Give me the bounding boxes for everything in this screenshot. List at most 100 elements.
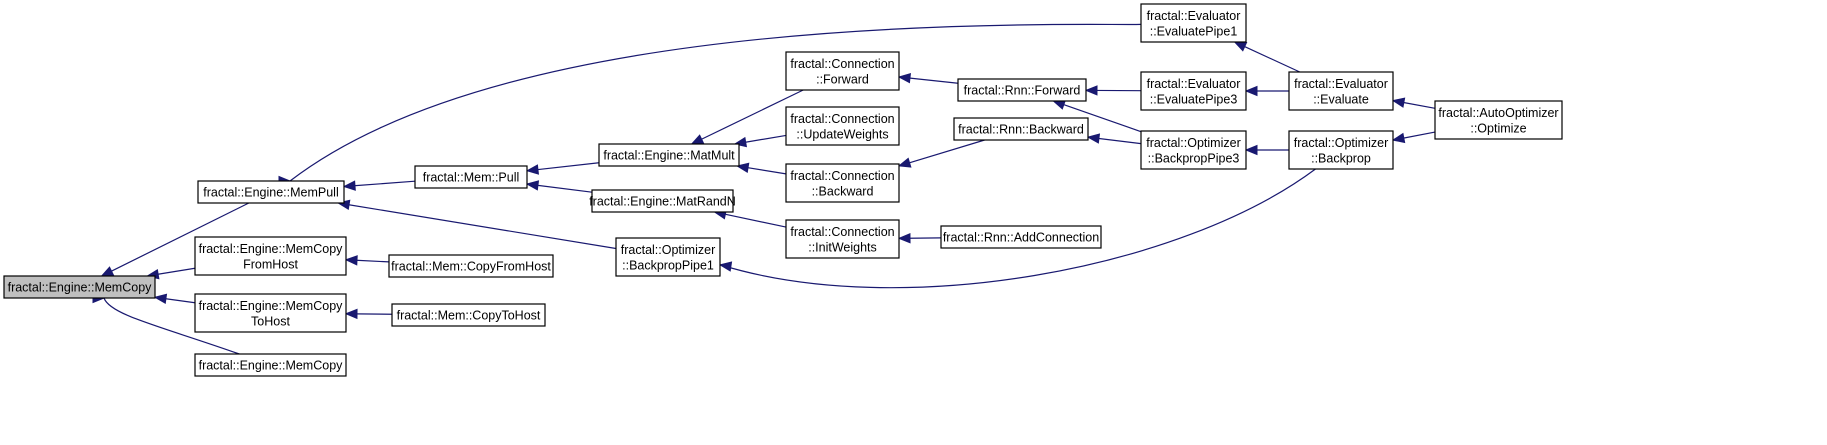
node-label: ToHost [251, 314, 290, 328]
node-label: fractal::Evaluator [1147, 9, 1241, 23]
node-box [1140, 71, 1247, 111]
edge-arrowhead [1084, 85, 1098, 96]
node-conn_initweights[interactable]: fractal::Connection::InitWeights [785, 219, 900, 259]
node-optimizer_backprop[interactable]: fractal::Optimizer::Backprop [1288, 130, 1394, 170]
edge-line [908, 139, 985, 164]
node-box [1140, 130, 1247, 170]
edge-line [1402, 101, 1436, 109]
node-conn_forward[interactable]: fractal::Connection::Forward [785, 51, 900, 91]
node-conn_backward[interactable]: fractal::Connection::Backward [785, 163, 900, 203]
edge-arrowhead [690, 134, 705, 145]
node-label: fractal::Optimizer [1294, 136, 1388, 150]
node-label: fractal::Rnn::Backward [958, 123, 1084, 137]
node-label: fractal::Rnn::AddConnection [943, 231, 1099, 245]
edge-line [94, 297, 240, 355]
node-mem_copytohost[interactable]: fractal::Mem::CopyToHost [391, 303, 546, 327]
node-box [1288, 71, 1394, 111]
node-label: fractal::Rnn::Forward [964, 84, 1081, 98]
node-label: fractal::Engine::MemCopy [199, 359, 344, 373]
node-box [414, 165, 528, 189]
edge-line [1062, 103, 1142, 133]
edge-line [746, 167, 787, 175]
edge-arrowhead [897, 72, 911, 84]
edge-line [355, 259, 390, 263]
edge-arrowhead [153, 293, 168, 305]
node-rnn_addconnection[interactable]: fractal::Rnn::AddConnection [940, 225, 1102, 249]
node-label: fractal::Evaluator [1147, 77, 1241, 91]
node-label: fractal::Engine::MemCopy [199, 299, 344, 313]
node-box [194, 236, 347, 276]
node-label: fractal::Mem::CopyToHost [397, 309, 541, 323]
edge-evaluator_evaluate-to-evaluator_evaluatepipe3 [1244, 85, 1289, 97]
edge-line [700, 89, 804, 141]
node-label: fractal::Optimizer [1146, 136, 1240, 150]
node-matrandn[interactable]: fractal::Engine::MatRandN [589, 189, 736, 213]
edge-conn_backward-to-matmult [735, 162, 787, 175]
node-evaluator_evaluate[interactable]: fractal::Evaluator::Evaluate [1288, 71, 1394, 111]
edge-arrowhead [1244, 144, 1258, 156]
edge-rnn_forward-to-conn_forward [897, 72, 959, 84]
edge-arrowhead [344, 308, 358, 320]
node-optimizer_backproppipe3[interactable]: fractal::Optimizer::BackpropPipe3 [1140, 130, 1247, 170]
node-label: FromHost [243, 257, 298, 271]
node-optimizer_backproppipe1[interactable]: fractal::Optimizer::BackpropPipe1 [615, 237, 721, 277]
node-memcopy_overload[interactable]: fractal::Engine::MemCopy [194, 353, 347, 377]
edge-conn_updateweights-to-matmult [733, 134, 787, 148]
edge-line [347, 204, 617, 250]
edge-line [720, 168, 1316, 289]
node-label: ::UpdateWeights [796, 127, 888, 141]
node-label: ::Backprop [1311, 151, 1371, 165]
edge-arrowhead [525, 164, 540, 175]
node-label: fractal::Evaluator [1294, 77, 1388, 91]
edge-autooptimizer_optimize-to-evaluator_evaluate [1391, 97, 1436, 109]
node-autooptimizer_optimize[interactable]: fractal::AutoOptimizer::Optimize [1434, 100, 1563, 140]
edge-arrowhead [897, 232, 911, 244]
node-label: ::InitWeights [808, 240, 877, 254]
edge-line [744, 134, 787, 143]
node-box [615, 237, 721, 277]
node-evaluator_evaluatepipe1[interactable]: fractal::Evaluator::EvaluatePipe1 [1140, 3, 1247, 43]
node-mem_copyfromhost[interactable]: fractal::Mem::CopyFromHost [388, 254, 554, 278]
edge-mem_pull-to-mempull [342, 180, 416, 191]
node-rnn_backward[interactable]: fractal::Rnn::Backward [953, 117, 1089, 141]
node-label: fractal::Connection [790, 225, 894, 239]
node-label: fractal::Engine::MemPull [203, 186, 338, 200]
edge-arrowhead [344, 255, 358, 266]
node-memcopy_root[interactable]: fractal::Engine::MemCopy [3, 275, 156, 299]
node-label: fractal::Engine::MemCopy [8, 281, 153, 295]
edge-arrowhead [1086, 133, 1101, 144]
edge-matmult-to-mem_pull [525, 162, 600, 175]
node-box [1434, 100, 1563, 140]
call-graph-nodes: fractal::Engine::MemCopyfractal::Engine:… [3, 3, 1563, 377]
edge-arrowhead [1391, 132, 1406, 144]
edge-line [1097, 137, 1142, 145]
node-box [391, 303, 546, 327]
node-box [940, 225, 1102, 249]
edge-arrowhead [1233, 41, 1248, 52]
node-box [785, 163, 900, 203]
node-matmult[interactable]: fractal::Engine::MatMult [598, 143, 740, 167]
edge-arrowhead [1391, 97, 1406, 108]
node-mempull[interactable]: fractal::Engine::MemPull [197, 180, 345, 204]
node-box [785, 219, 900, 259]
edge-rnn_backward-to-conn_backward [897, 139, 985, 168]
node-rnn_forward[interactable]: fractal::Rnn::Forward [957, 78, 1087, 102]
node-evaluator_evaluatepipe3[interactable]: fractal::Evaluator::EvaluatePipe3 [1140, 71, 1247, 111]
node-label: ::Optimize [1470, 121, 1526, 135]
node-mem_pull[interactable]: fractal::Mem::Pull [414, 165, 528, 189]
edge-optimizer_backprop-to-optimizer_backproppipe1 [718, 168, 1316, 289]
node-label: ::EvaluatePipe3 [1150, 92, 1238, 106]
node-label: ::Evaluate [1313, 92, 1369, 106]
edge-optimizer_backproppipe3-to-rnn_backward [1086, 133, 1142, 145]
node-label: ::Backward [812, 184, 874, 198]
edge-line [724, 213, 787, 228]
node-box [598, 143, 740, 167]
node-conn_updateweights[interactable]: fractal::Connection::UpdateWeights [785, 106, 900, 146]
node-box [388, 254, 554, 278]
node-box [3, 275, 156, 299]
edge-arrowhead [718, 261, 733, 272]
edge-line [110, 202, 250, 273]
